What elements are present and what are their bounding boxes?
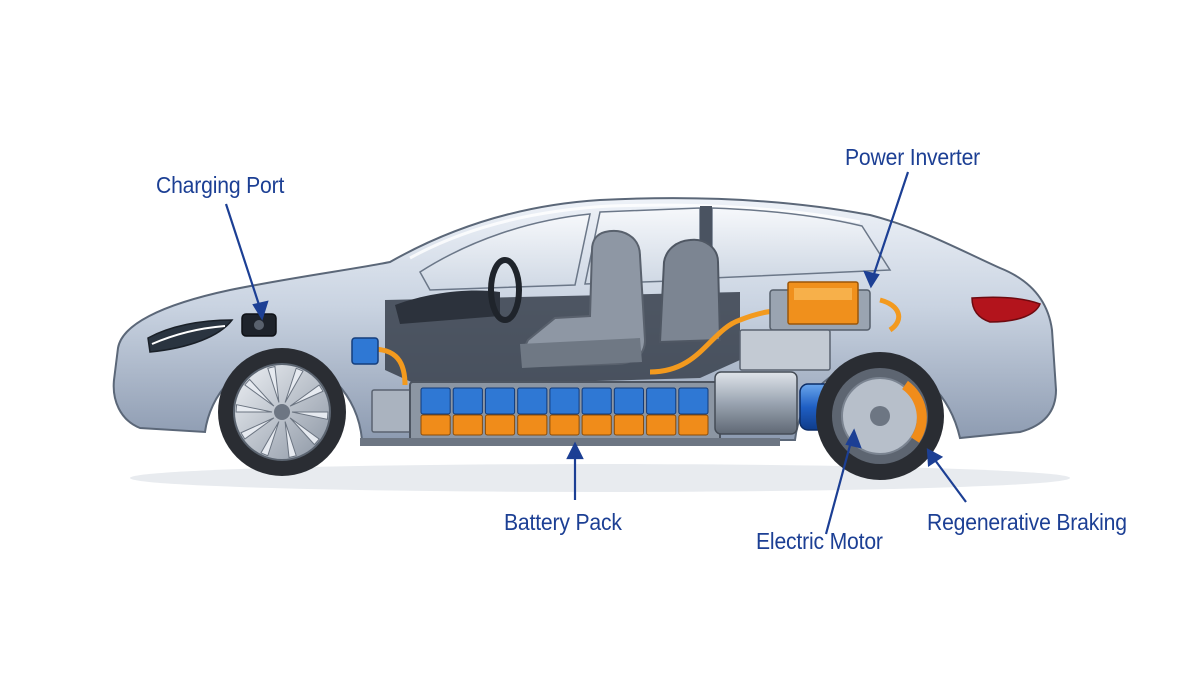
- battery-cell-bottom: [517, 414, 548, 436]
- battery-cell-top: [420, 387, 451, 415]
- battery-cell-top: [549, 387, 580, 415]
- power-inverter-leader: [870, 171, 910, 281]
- charging-port-arrow: [252, 300, 269, 321]
- motor-housing: [714, 371, 798, 435]
- battery-cell-top: [646, 387, 677, 415]
- front-module-icon: [351, 337, 379, 365]
- battery-cell-top: [613, 387, 644, 415]
- tail-light: [971, 296, 1041, 323]
- power-inverter-arrow: [863, 270, 880, 289]
- battery-pack: [409, 381, 721, 443]
- wheel-spoke: [235, 404, 273, 413]
- rear-wheel: [816, 352, 944, 480]
- battery-cells: [420, 387, 709, 436]
- front-bracket-icon: [371, 389, 413, 433]
- wheel-spoke: [291, 411, 329, 420]
- leader-lines: [224, 171, 967, 535]
- front-wheel: [218, 348, 346, 476]
- regenerative-braking-arrow: [926, 448, 944, 467]
- inverter-lid: [794, 288, 852, 300]
- charging-port-label: Charging Port: [156, 172, 285, 198]
- regenerative-braking-label: Regenerative Braking: [927, 509, 1127, 535]
- rear-seat: [658, 238, 722, 344]
- front-wheel-spokes: [235, 365, 329, 459]
- battery-cell-top: [678, 387, 709, 415]
- battery-pack-arrow: [566, 441, 584, 460]
- windshield: [419, 213, 591, 291]
- regenerative-braking-leader: [931, 455, 967, 503]
- power-inverter-label: Power Inverter: [845, 144, 981, 170]
- charging-port-socket-icon: [254, 320, 264, 330]
- wheel-spoke: [289, 417, 320, 446]
- wheel-spoke: [284, 421, 297, 459]
- headlight-strip: [151, 325, 226, 345]
- battery-cell-bottom: [678, 414, 709, 436]
- electric-motor-leader: [824, 437, 854, 535]
- charging-port-leader: [224, 203, 264, 315]
- steering-wheel: [488, 257, 522, 323]
- inverter-mount: [739, 329, 831, 371]
- battery-cell-top: [484, 387, 516, 415]
- battery-cell-top: [517, 387, 548, 415]
- battery-pack-label: Battery Pack: [504, 509, 622, 535]
- wheel-spoke: [267, 365, 280, 403]
- battery-cell-bottom: [646, 414, 677, 436]
- battery-cell-bottom: [484, 414, 516, 436]
- rear-side-window: [711, 207, 892, 279]
- battery-cell-bottom: [420, 414, 451, 436]
- wheel-spoke: [244, 378, 275, 407]
- dashboard: [395, 290, 500, 324]
- wheel-spoke: [260, 421, 280, 457]
- battery-cell-bottom: [613, 414, 644, 436]
- battery-cell-top: [452, 387, 483, 415]
- electric-motor-label: Electric Motor: [756, 528, 883, 554]
- wheel-spoke: [284, 367, 304, 403]
- ground-shadow: [130, 464, 1070, 492]
- wheel-spoke: [240, 417, 275, 440]
- hv-cable-rear: [879, 297, 902, 333]
- roof-highlight: [409, 203, 861, 260]
- battery-cell-bottom: [549, 414, 580, 436]
- regen-caliper: [901, 380, 927, 443]
- battery-cell-top: [581, 387, 612, 415]
- battery-cell-bottom: [581, 414, 612, 436]
- electric-motor-arrow: [845, 428, 862, 449]
- front-seat-cushion: [520, 338, 642, 368]
- underbody-rail: [360, 438, 780, 446]
- battery-cell-bottom: [452, 414, 483, 436]
- wheel-spoke: [289, 384, 324, 407]
